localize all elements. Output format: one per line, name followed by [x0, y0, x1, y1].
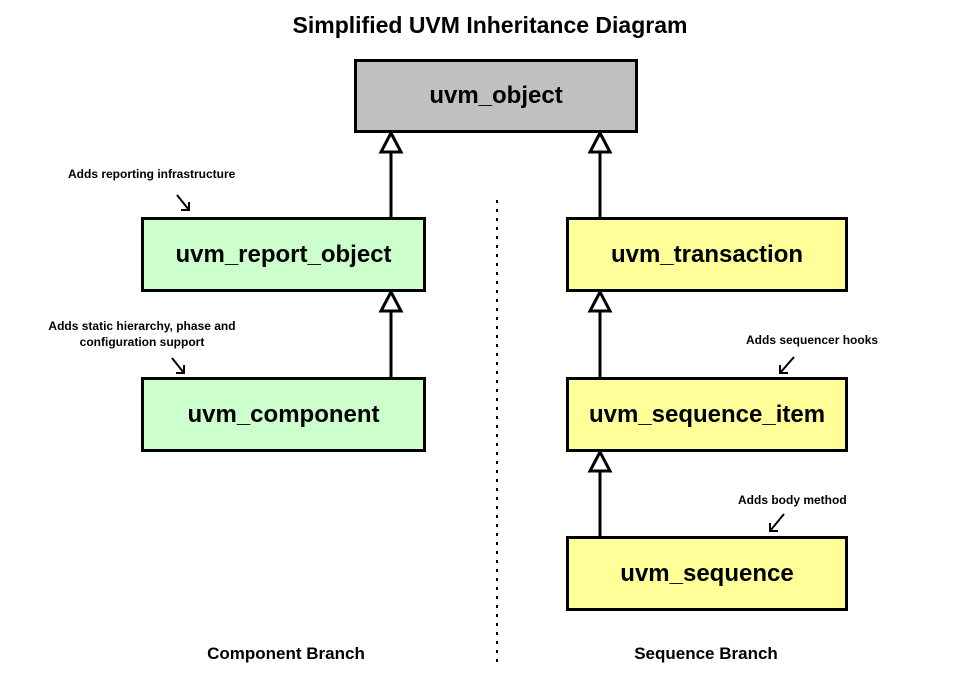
inheritance-arrow-component	[378, 288, 404, 313]
diagram-title: Simplified UVM Inheritance Diagram	[292, 12, 688, 38]
inheritance-arrow-report-object	[378, 129, 404, 154]
note-arrow-sequencer-hooks	[779, 356, 795, 374]
note-arrow-reporting	[176, 194, 190, 211]
note-sequencer-hooks: Adds sequencer hooks	[746, 333, 879, 347]
class-box-uvm-component: uvm_component	[141, 377, 426, 452]
branch-label-component: Component Branch	[207, 644, 365, 663]
inheritance-arrow-sequence	[587, 448, 613, 473]
class-box-uvm-sequence-item: uvm_sequence_item	[566, 377, 848, 452]
inheritance-arrow-sequence-item	[587, 288, 613, 313]
inheritance-arrow-transaction	[587, 129, 613, 154]
note-hierarchy-line1: Adds static hierarchy, phase and	[48, 319, 236, 333]
note-arrow-body-method	[769, 513, 785, 532]
note-body-method: Adds body method	[738, 493, 847, 507]
branch-label-sequence: Sequence Branch	[634, 644, 778, 663]
note-hierarchy-line2: configuration support	[79, 335, 205, 349]
class-box-uvm-sequence: uvm_sequence	[566, 536, 848, 611]
class-box-uvm-report-object: uvm_report_object	[141, 217, 426, 292]
note-reporting: Adds reporting infrastructure	[68, 167, 236, 181]
class-box-uvm-object: uvm_object	[354, 59, 638, 133]
note-hierarchy: Adds static hierarchy, phase and configu…	[22, 318, 262, 350]
class-box-uvm-transaction: uvm_transaction	[566, 217, 848, 292]
note-arrow-hierarchy	[171, 357, 185, 374]
